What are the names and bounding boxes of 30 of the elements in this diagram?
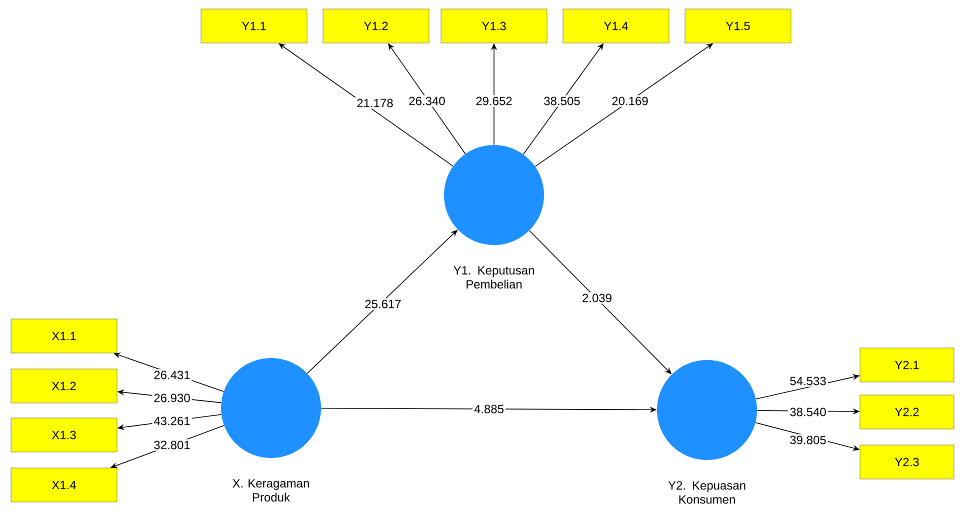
indicator-box: Y2.1 — [860, 348, 954, 382]
indicator-box: Y1.1 — [200, 8, 308, 44]
edge-label: 38.505 — [542, 95, 582, 107]
edge-label: 26.930 — [152, 392, 192, 404]
edge-label: 2.039 — [580, 292, 614, 304]
edge-label: 43.261 — [152, 415, 192, 427]
edge-label: 25.617 — [363, 298, 403, 310]
edge-label: 26.431 — [152, 369, 192, 381]
edge-label: 21.178 — [355, 97, 395, 109]
indicator-box: Y2.3 — [860, 444, 954, 480]
edge-label: 32.801 — [152, 439, 192, 451]
construct-label: X. Keragaman Produk — [232, 479, 309, 502]
construct-label: Y2. Kepuasan Konsumen — [668, 481, 746, 504]
indicator-box: Y1.4 — [562, 8, 670, 44]
edge-label: 26.340 — [407, 95, 447, 107]
indicator-box: Y1.5 — [684, 8, 792, 44]
indicator-box: X1.1 — [10, 318, 118, 354]
indicator-box: X1.2 — [10, 368, 118, 404]
edge-label: 20.169 — [610, 95, 650, 107]
edge-label: 54.533 — [788, 375, 828, 387]
indicator-box: Y2.2 — [860, 394, 954, 430]
edge-label: 4.885 — [472, 403, 506, 415]
indicator-box: Y1.2 — [322, 8, 430, 44]
construct-label: Y1. Keputusan Pembelian — [454, 266, 534, 289]
edge-label: 29.652 — [474, 95, 514, 107]
indicator-box: X1.3 — [10, 418, 118, 452]
edge-label: 38.540 — [788, 406, 828, 418]
edge-label: 39.805 — [788, 434, 828, 446]
indicator-box: Y1.3 — [440, 8, 548, 44]
indicator-box: X1.4 — [10, 468, 118, 502]
